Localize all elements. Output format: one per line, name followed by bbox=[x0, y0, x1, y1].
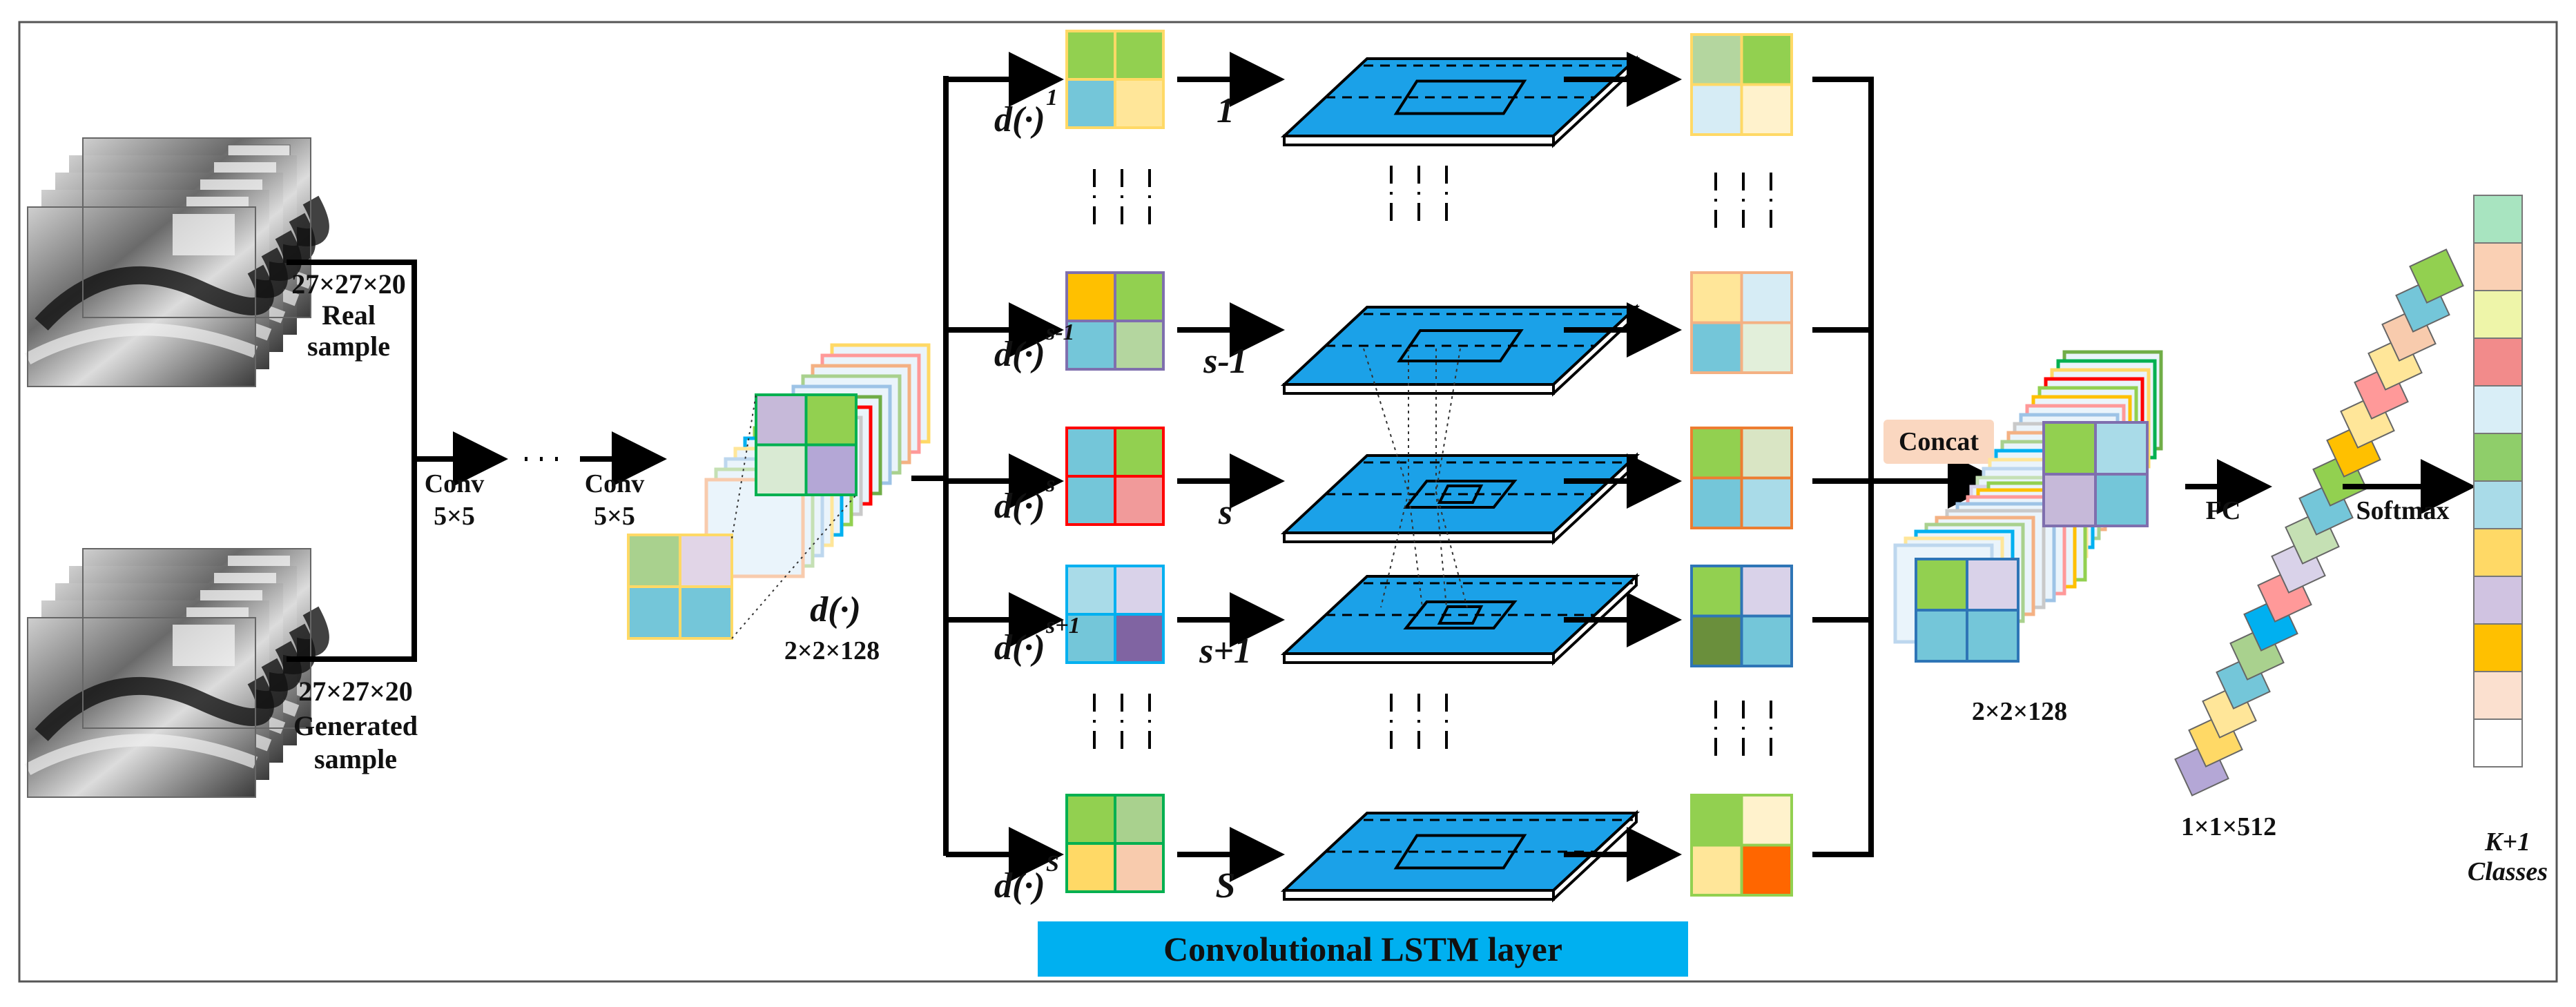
class-cell bbox=[2473, 576, 2523, 625]
conv2-label-2: 5×5 bbox=[594, 502, 635, 531]
branch-d-superscript: s+1 bbox=[1045, 613, 1081, 638]
class-cell bbox=[2473, 528, 2523, 577]
branch-input-grid bbox=[1065, 427, 1165, 526]
class-output-column bbox=[2473, 195, 2523, 768]
convlstm-plane bbox=[1280, 452, 1640, 545]
branch-output-grid bbox=[1690, 427, 1793, 529]
concat-dims: 2×2×128 bbox=[1972, 697, 2067, 726]
concat-badge bbox=[1883, 420, 1994, 464]
branch-input-grid bbox=[1065, 30, 1165, 129]
convlstm-plane bbox=[1280, 55, 1640, 148]
concat-feature-stack bbox=[1893, 350, 2163, 663]
branch-input-grid bbox=[1065, 565, 1165, 664]
real-label-1: Real bbox=[322, 300, 376, 331]
concat-label: Concat bbox=[1899, 427, 1979, 456]
classes-label-1: K+1 bbox=[2484, 828, 2530, 857]
outer-frame bbox=[18, 21, 2558, 983]
class-cell bbox=[2473, 718, 2523, 768]
step-label: 1 bbox=[1217, 91, 1234, 130]
convlstm-banner-text: Convolutional LSTM layer bbox=[1163, 930, 1562, 968]
class-cell bbox=[2473, 671, 2523, 720]
branch-d-label: d(·) bbox=[994, 866, 1045, 906]
conv1-label-2: 5×5 bbox=[434, 502, 475, 531]
branch-input-grid bbox=[1065, 794, 1165, 893]
real-sample-stack bbox=[28, 138, 320, 387]
branch-output-grid bbox=[1690, 565, 1793, 667]
branch-d-label: d(·) bbox=[994, 335, 1045, 374]
feature-map-front bbox=[627, 534, 733, 640]
gen-label-1: Generated bbox=[293, 710, 418, 741]
real-dims: 27×27×20 bbox=[291, 268, 406, 300]
output-merge-bracket bbox=[1864, 77, 1874, 857]
fc-label: FC bbox=[2206, 496, 2241, 525]
class-cell bbox=[2473, 480, 2523, 529]
feature-map-top bbox=[755, 393, 858, 496]
conv2-label-1: Conv bbox=[585, 469, 645, 498]
softmax-label: Softmax bbox=[2356, 496, 2449, 525]
gen-dims: 27×27×20 bbox=[298, 676, 413, 707]
fc-dims: 1×1×512 bbox=[2181, 812, 2276, 841]
branch-output-grid bbox=[1690, 794, 1793, 897]
fc-unit bbox=[2409, 248, 2464, 304]
generated-sample-stack bbox=[28, 549, 320, 797]
step-label: s bbox=[1218, 493, 1232, 532]
branch-d-label: d(·) bbox=[994, 628, 1045, 667]
vertical-ellipsis bbox=[1093, 166, 1772, 773]
class-cell bbox=[2473, 195, 2523, 244]
feature-map-stack bbox=[627, 343, 931, 640]
branch-output-grid bbox=[1690, 33, 1793, 136]
class-cell bbox=[2473, 385, 2523, 434]
branch-d-superscript: 1 bbox=[1046, 85, 1058, 110]
branch-d-superscript: s bbox=[1045, 471, 1055, 497]
classes-label-2: Classes bbox=[2468, 857, 2548, 886]
lstm-connectors bbox=[1363, 348, 1468, 608]
branch-d-superscript: S bbox=[1046, 851, 1059, 877]
concat-map-front bbox=[1915, 558, 2020, 663]
branch-d-label: d(·) bbox=[994, 487, 1045, 526]
convlstm-banner bbox=[1038, 921, 1688, 977]
gen-label-2: sample bbox=[314, 743, 397, 774]
branch-d-superscript: s-1 bbox=[1045, 320, 1075, 345]
branch-d-label: d(·) bbox=[994, 100, 1045, 139]
feature-symbol: d(·) bbox=[810, 590, 861, 629]
fc-vector bbox=[2174, 248, 2464, 796]
class-cell bbox=[2473, 623, 2523, 672]
class-cell bbox=[2473, 290, 2523, 339]
class-cell bbox=[2473, 242, 2523, 291]
step-label: s+1 bbox=[1199, 632, 1252, 671]
conv1-label-1: Conv bbox=[425, 469, 485, 498]
step-label: s-1 bbox=[1203, 342, 1248, 381]
branch-input-grid bbox=[1065, 271, 1165, 371]
class-cell bbox=[2473, 433, 2523, 482]
branch-output-grid bbox=[1690, 271, 1793, 374]
feature-dims: 2×2×128 bbox=[784, 636, 880, 665]
class-cell bbox=[2473, 338, 2523, 387]
real-label-2: sample bbox=[307, 331, 390, 362]
concat-map-top bbox=[2042, 421, 2149, 527]
step-label: S bbox=[1216, 866, 1236, 906]
